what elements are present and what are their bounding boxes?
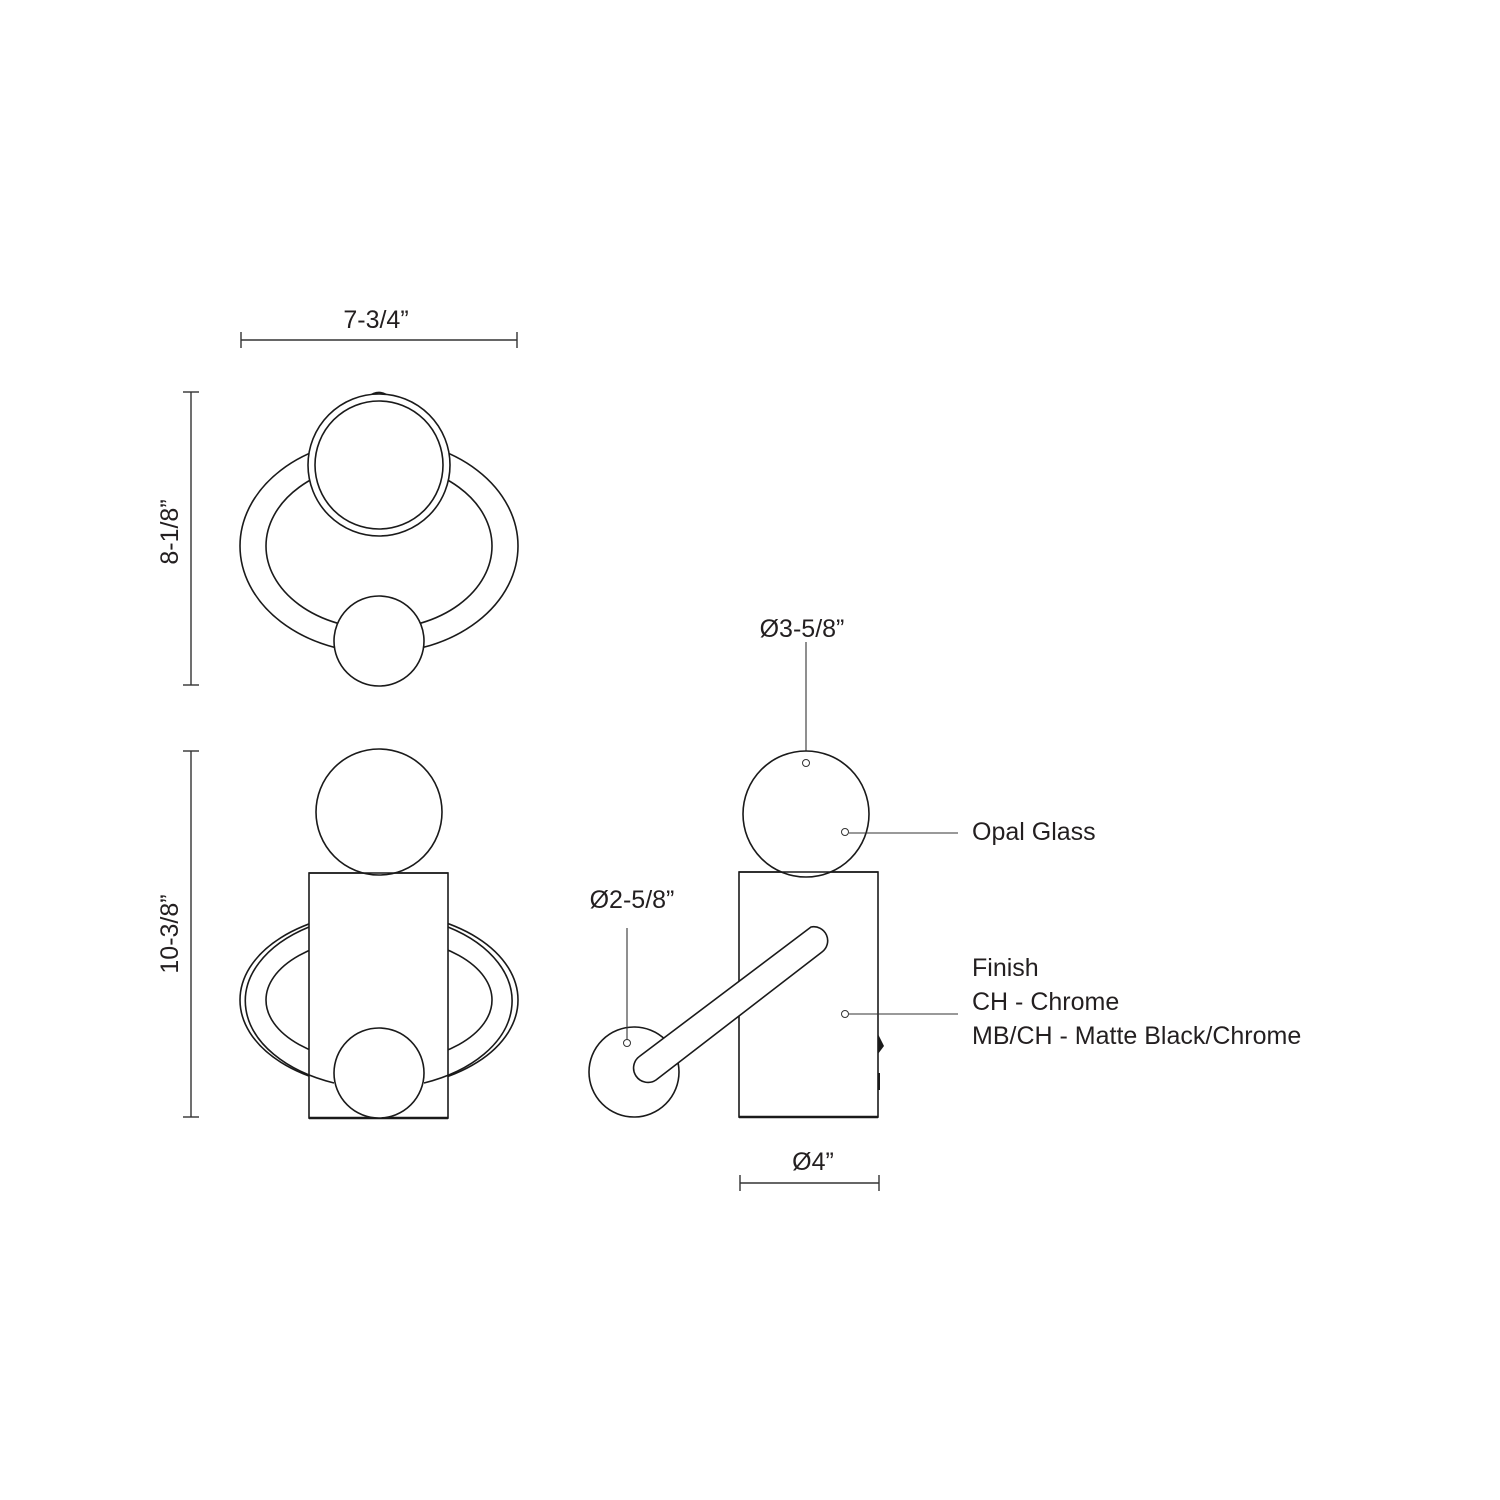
front-ball: [333, 1027, 425, 1119]
top-depth-dimension: 8-1/8”: [156, 391, 199, 686]
side-arm: [632, 925, 829, 1084]
side-globe: [742, 750, 870, 878]
disc-diameter-label: Ø2-5/8”: [590, 886, 675, 914]
base-diameter-dimension: Ø4”: [739, 1148, 880, 1191]
callout-finish-option: CH - Chrome: [972, 988, 1119, 1016]
globe-diameter-label: Ø3-5/8”: [760, 615, 845, 643]
front-height-dimension: 10-3/8”: [156, 750, 199, 1118]
front-view: 10-3/8”: [156, 748, 519, 1120]
top-globe-rim: [307, 393, 451, 537]
switch-icon: [878, 1034, 884, 1054]
callout-opal-glass: Opal Glass: [972, 818, 1096, 846]
top-width-label: 7-3/4”: [343, 306, 408, 334]
top-ball: [333, 595, 425, 687]
top-globe: [314, 400, 444, 530]
top-width-dimension: 7-3/4”: [240, 306, 518, 348]
callout-finish-title: Finish: [972, 954, 1039, 982]
front-globe: [315, 748, 443, 876]
base-diameter-label: Ø4”: [792, 1148, 834, 1176]
front-height-label: 10-3/8”: [156, 894, 184, 973]
top-depth-label: 8-1/8”: [156, 499, 184, 564]
top-view: 7-3/4” 8-1/8”: [156, 306, 519, 687]
side-view: Ø3-5/8” Ø2-5/8” Ø4”: [588, 615, 884, 1191]
callouts: Opal Glass Finish CH - Chrome MB/CH - Ma…: [849, 818, 1301, 1050]
callout-finish-option: MB/CH - Matte Black/Chrome: [972, 1022, 1301, 1050]
